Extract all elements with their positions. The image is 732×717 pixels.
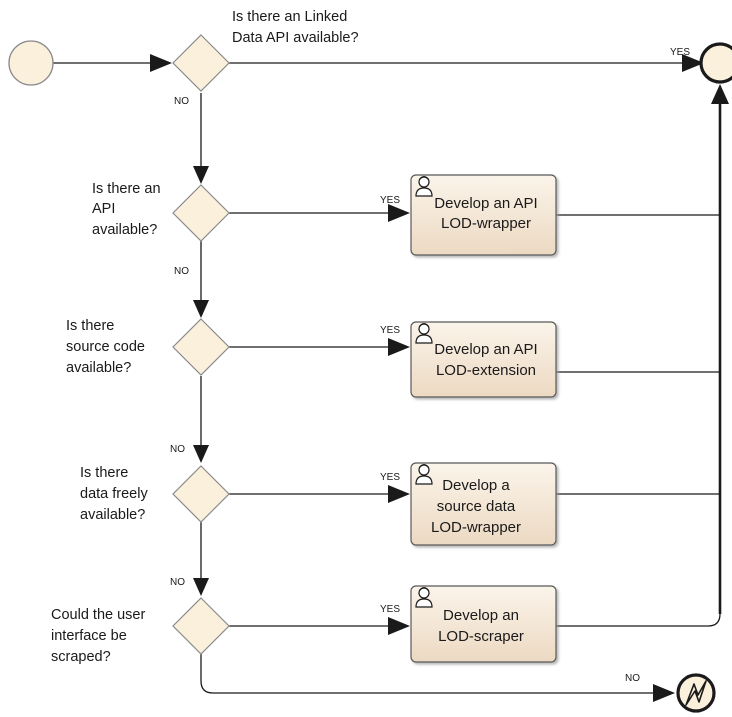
user-task-icon xyxy=(415,587,433,608)
question-label: Is there xyxy=(66,318,114,334)
gateway-api[interactable] xyxy=(172,184,230,242)
task-source-data-lod-wrapper[interactable] xyxy=(410,462,557,546)
arrowhead xyxy=(193,166,209,184)
arrowhead xyxy=(682,54,704,72)
gateway-source-code[interactable] xyxy=(172,318,230,376)
task-lod-scraper[interactable] xyxy=(410,585,557,663)
task-label: Develop an xyxy=(443,607,519,624)
question-label: available? xyxy=(66,360,131,376)
question-label: scraped? xyxy=(51,649,111,665)
no-label: NO xyxy=(174,266,189,277)
no-label: NO xyxy=(625,673,640,684)
question-label: interface be xyxy=(51,628,127,644)
task-label: Develop an API xyxy=(434,195,537,212)
question-label: Could the user xyxy=(51,607,145,623)
yes-label: YES xyxy=(670,47,690,58)
arrowhead xyxy=(193,578,209,596)
connectors xyxy=(53,54,729,702)
arrowhead xyxy=(388,204,410,222)
task-api-lod-wrapper[interactable] xyxy=(410,174,557,256)
yes-label: YES xyxy=(380,472,400,483)
question-label: available? xyxy=(92,222,157,238)
arrowhead xyxy=(150,54,172,72)
question-label: Is there an Linked xyxy=(232,9,347,25)
question-label: Data API available? xyxy=(232,30,359,46)
flow-q5-no xyxy=(200,654,660,694)
yes-label: YES xyxy=(380,325,400,336)
no-label: NO xyxy=(170,444,185,455)
error-end-event-icon[interactable] xyxy=(676,673,716,713)
no-label: NO xyxy=(170,577,185,588)
arrowhead xyxy=(388,338,410,356)
arrowhead xyxy=(388,485,410,503)
no-label: NO xyxy=(174,96,189,107)
arrowhead xyxy=(653,684,675,702)
yes-label: YES xyxy=(380,195,400,206)
task-api-lod-extension[interactable] xyxy=(410,321,557,398)
flow-task4-out xyxy=(556,613,721,627)
question-label: Is there an xyxy=(92,181,161,197)
start-event-icon[interactable] xyxy=(8,40,54,86)
arrowhead xyxy=(193,445,209,463)
task-label: Develop a xyxy=(442,477,510,494)
user-task-icon xyxy=(415,176,433,197)
question-label: Is there xyxy=(80,465,128,481)
task-label: LOD-extension xyxy=(436,362,536,379)
arrowhead xyxy=(388,617,410,635)
question-label: data freely xyxy=(80,486,148,502)
yes-label: YES xyxy=(380,604,400,615)
question-label: API xyxy=(92,201,115,217)
user-task-icon xyxy=(415,323,433,344)
end-event-icon[interactable] xyxy=(699,42,732,84)
gateway-scrapable-ui[interactable] xyxy=(172,597,230,655)
task-label: LOD-wrapper xyxy=(431,519,521,536)
question-label: source code xyxy=(66,339,145,355)
gateway-data-freely[interactable] xyxy=(172,465,230,523)
arrowhead xyxy=(711,84,729,104)
task-label: LOD-scraper xyxy=(438,628,524,645)
user-task-icon xyxy=(415,464,433,485)
gateway-linked-data-api[interactable] xyxy=(172,34,230,92)
task-label: LOD-wrapper xyxy=(441,215,531,232)
task-label: source data xyxy=(437,498,516,515)
task-label: Develop an API xyxy=(434,341,537,358)
question-label: available? xyxy=(80,507,145,523)
arrowhead xyxy=(193,300,209,318)
